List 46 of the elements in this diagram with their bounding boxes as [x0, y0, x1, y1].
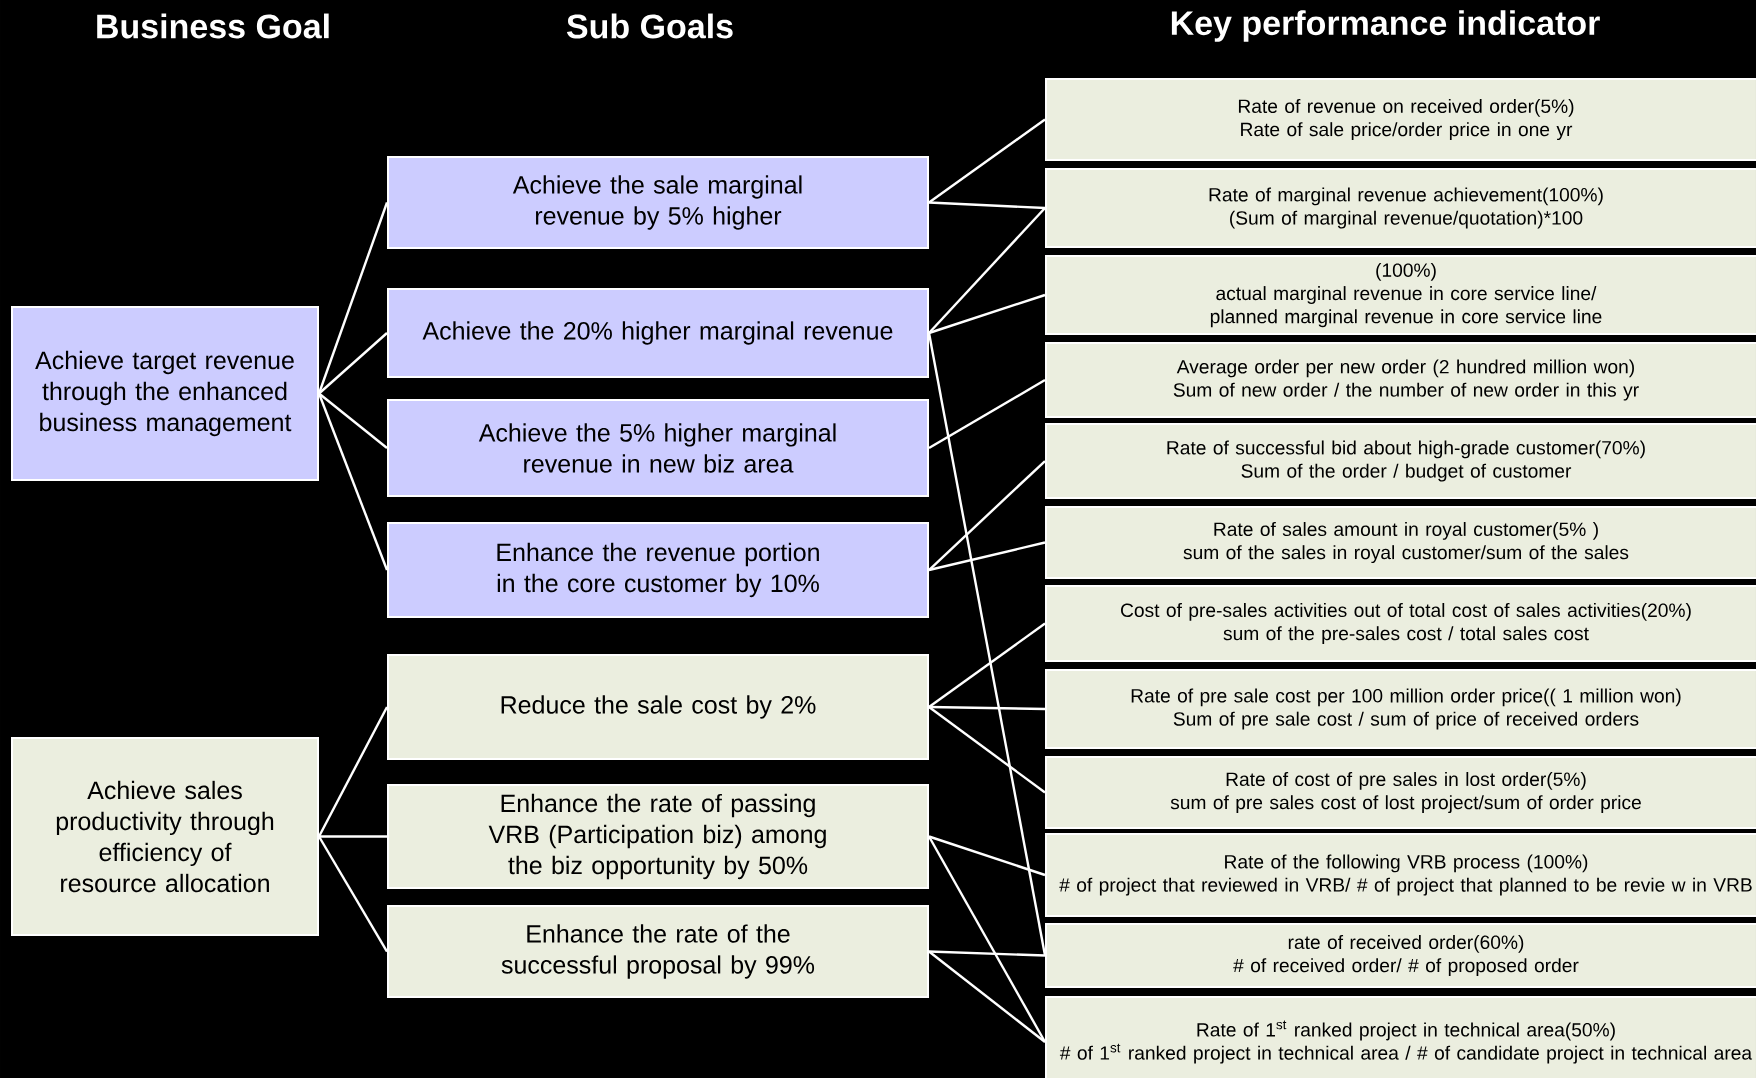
connector-line: [928, 118, 1046, 204]
connector-line: [929, 705, 1046, 711]
connector-line: [318, 332, 388, 395]
kpi-box: Rate of pre sale cost per 100 million order price(( 1 million won) Sum of pre sale cost / sum of price of received orders: [1045, 669, 1756, 749]
kpi-box: (100%) actual marginal revenue in core service line/ planned marginal revenue in core service line: [1045, 255, 1756, 335]
kpi-box: Rate of successful bid about high-grade customer(70%) Sum of the order / budget of customer: [1045, 423, 1756, 499]
column-heading: Business Goal: [97, 13, 329, 39]
column-heading: Sub Goals: [566, 13, 733, 39]
kpi-box: Cost of pre-sales activities out of total cost of sales activities(20%) sum of the pre-sales cost / total sales cost: [1045, 585, 1756, 662]
goal-box: Achieve sales productivity through efficiency of resource allocation: [11, 737, 319, 936]
connector-line: [928, 460, 1046, 571]
kpi-box: Rate of marginal revenue achievement(100%) (Sum of marginal revenue/quotation)*100: [1045, 168, 1756, 248]
connector-line: [317, 393, 389, 571]
connector-line: [317, 202, 389, 394]
connector-line: [317, 706, 389, 838]
kpi-box: Rate of revenue on received order(5%) Rate of sale price/order price in one yr: [1045, 78, 1756, 161]
connector-line: [319, 835, 387, 838]
connector-line: [317, 835, 389, 953]
goal-box: Achieve the 20% higher marginal revenue: [387, 288, 929, 378]
column-heading: Key performance indicator: [1171, 10, 1600, 42]
goal-box: Reduce the sale cost by 2%: [387, 654, 929, 760]
connector-line: [928, 293, 1046, 335]
kpi-box: Rate of 1$^{st}$ ranked project in technical area(50%) # of 1$^{st}$ ranked project in technical area / # of candidate project in technical area: [1045, 996, 1756, 1078]
connector-line: [928, 378, 1046, 450]
goal-box: Enhance the revenue portion in the core customer by 10%: [387, 522, 929, 618]
connector-line: [318, 392, 388, 449]
connector-line: [928, 201, 1046, 210]
goal-box: Enhance the rate of the successful proposal by 99%: [387, 905, 929, 998]
kpi-box: Rate of the following VRB process (100%) # of project that reviewed in VRB/ # of project that planned to be revie w in VRB: [1045, 833, 1756, 917]
connector-line: [928, 622, 1046, 708]
connector-line: [927, 835, 1047, 1043]
goal-box: Achieve the sale marginal revenue by 5% higher: [387, 156, 929, 249]
connector-line: [928, 207, 1046, 334]
connector-line: [928, 706, 1046, 794]
connector-line: [928, 950, 1046, 957]
goal-box: Achieve the 5% higher marginal revenue in new biz area: [387, 399, 929, 497]
connector-line: [928, 835, 1046, 877]
connector-line: [928, 950, 1046, 1043]
kpi-box: Average order per new order (2 hundred million won) Sum of new order / the number of new order in this yr: [1045, 342, 1756, 418]
goal-box: Achieve target revenue through the enhanced business management: [11, 306, 319, 481]
kpi-box: Rate of sales amount in royal customer(5% ) sum of the sales in royal customer/sum of the sales: [1045, 506, 1756, 579]
kpi-box: Rate of cost of pre sales in lost order(5%) sum of pre sales cost of lost project/sum of order price: [1045, 756, 1756, 829]
goal-box: Enhance the rate of passing VRB (Participation biz) among the biz opportunity by 50%: [387, 784, 929, 889]
connector-line: [928, 541, 1046, 572]
kpi-box: rate of received order(60%) # of received order/ # of proposed order: [1045, 923, 1756, 988]
connector-line: [927, 332, 1047, 956]
